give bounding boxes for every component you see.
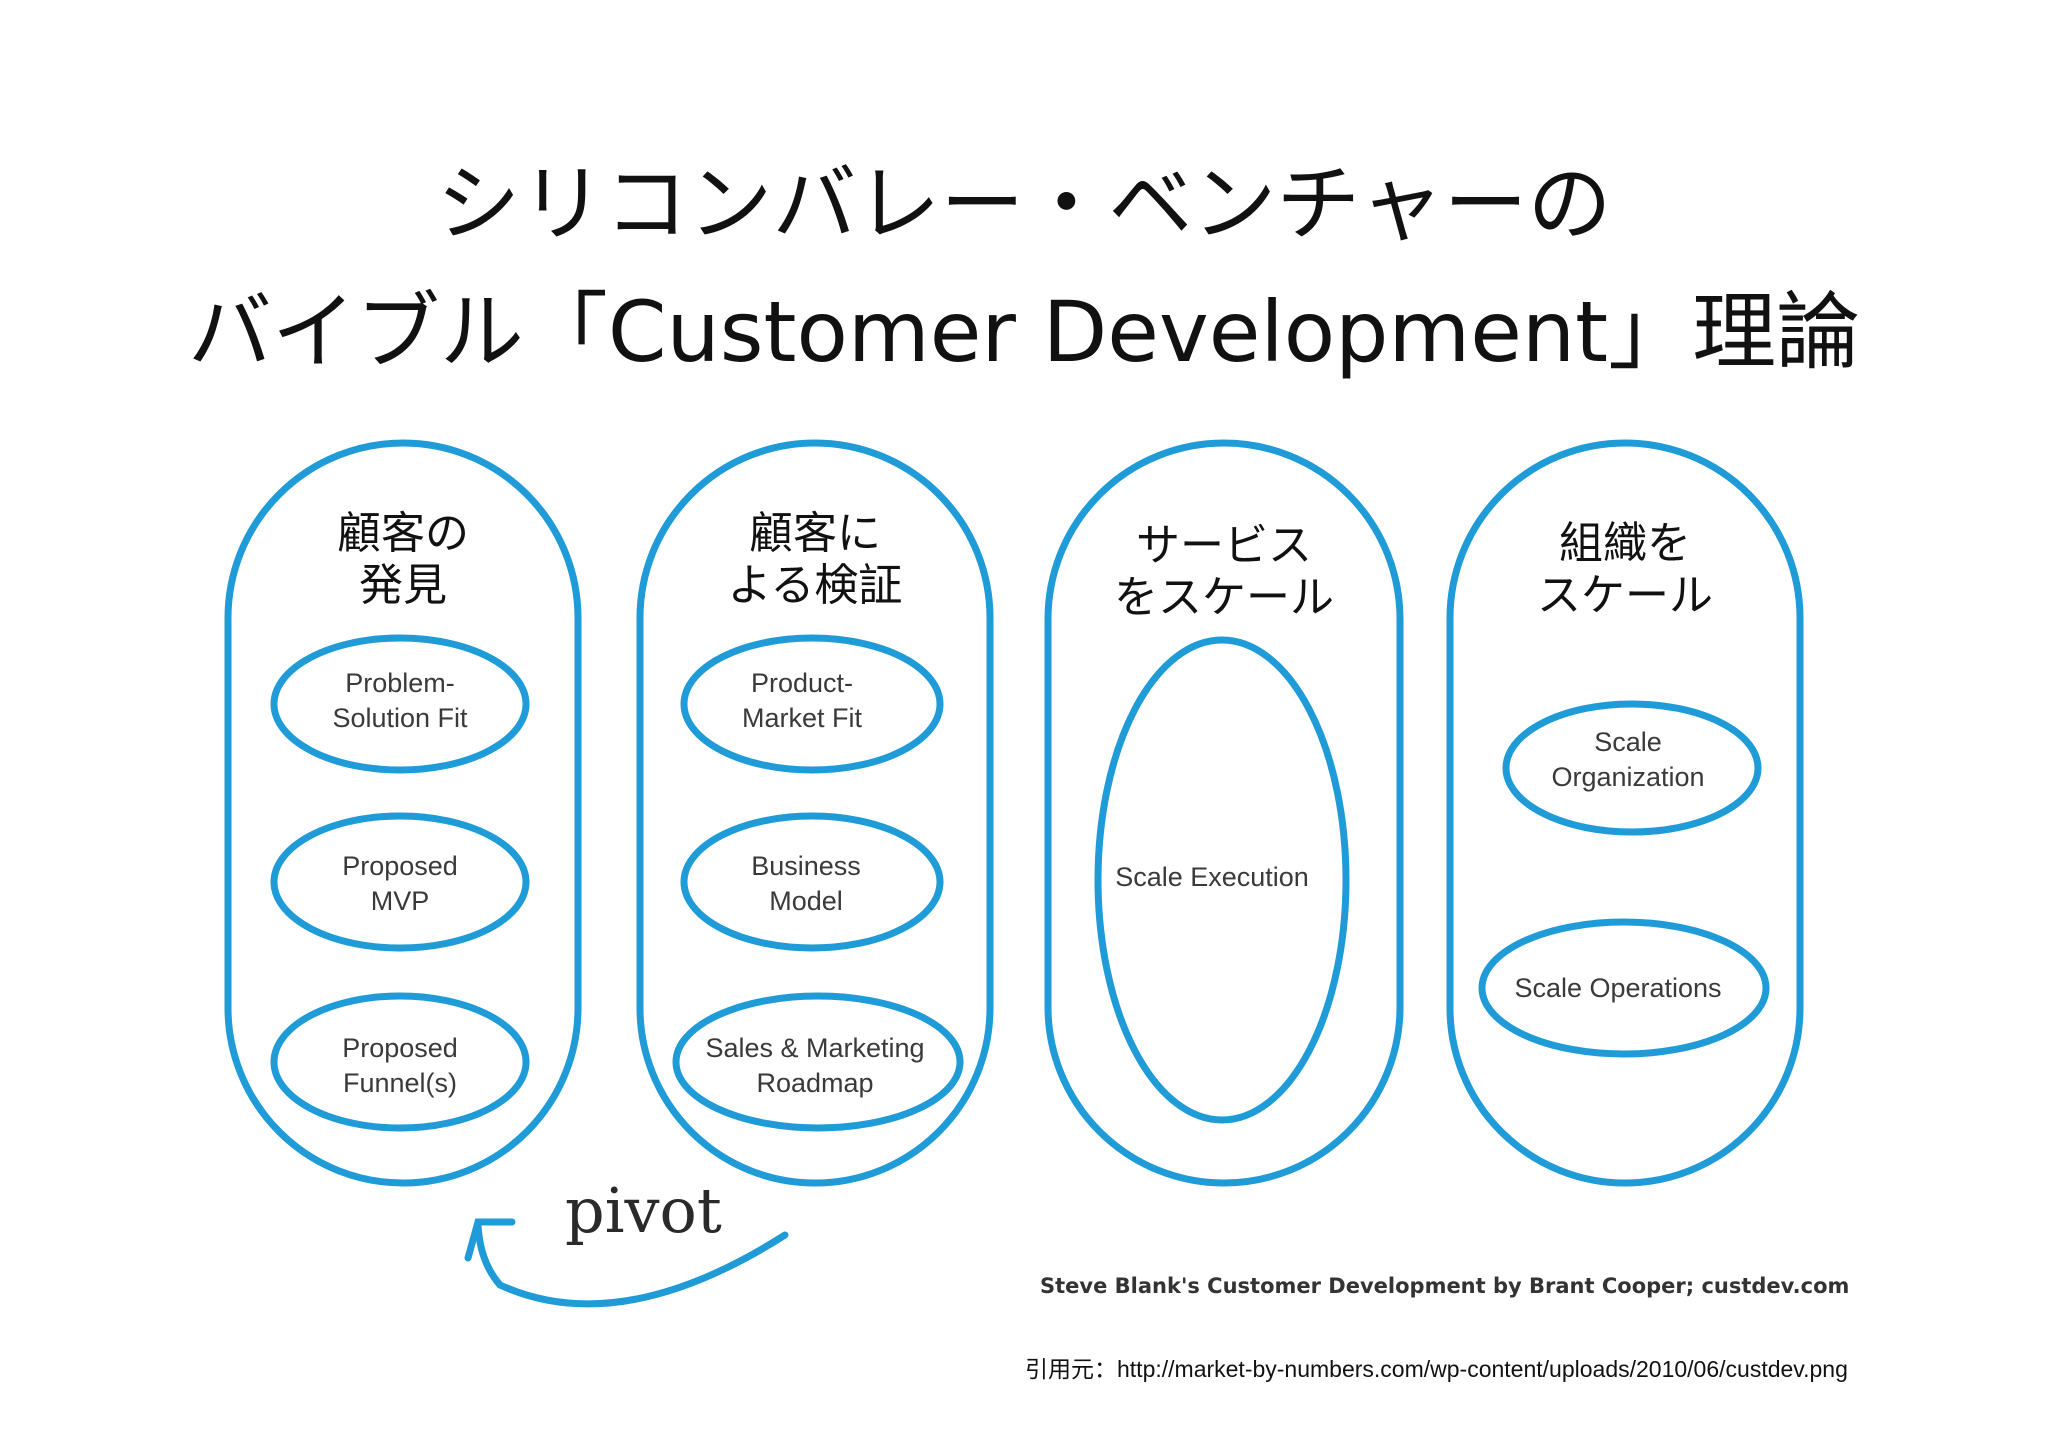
step-outline [270,992,530,1132]
step-label: Scale Execution [1115,862,1309,892]
phase-title-building-2: スケール [1537,570,1713,621]
step-outline [270,812,530,952]
pivot-arrowhead [464,1218,516,1262]
step-outline [680,812,944,952]
step-label: Model [769,886,843,916]
phase-title-validation-1: 顧客に [749,508,881,559]
step-label: Sales & Marketing [705,1033,924,1063]
phase-outline-creation [1044,439,1404,1187]
diagram-credit: Steve Blank's Customer Development by Br… [1040,1274,1850,1298]
pivot-label: pivot [565,1174,722,1247]
step-outline [1094,636,1350,1124]
step-label: Organization [1551,762,1704,792]
phase-title-validation-2: よる検証 [728,560,903,611]
phase-title-creation-1: サービス [1136,520,1312,571]
step-label: Proposed [342,1033,458,1063]
step-outline [1502,700,1762,836]
step-outline [270,634,530,774]
phase-title-building-1: 組織を [1559,518,1691,569]
step-outline [672,992,964,1132]
phase-title-discovery-1: 顧客の [337,508,469,559]
phase-title-creation-2: をスケール [1114,572,1334,623]
slide-title: シリコンバレー・ベンチャーの バイブル「Customer Development… [0,140,2048,396]
step-label: Market Fit [742,703,863,733]
step-label: Solution Fit [332,703,468,733]
source-citation: 引用元：http://market-by-numbers.com/wp-cont… [1025,1356,1848,1382]
step-label: MVP [371,886,430,916]
step-outline [1478,918,1770,1058]
step-outline [680,634,944,774]
phase-outline-validation [636,439,994,1187]
title-line-1: シリコンバレー・ベンチャーの [436,155,1612,253]
step-label: Problem- [345,668,455,698]
step-label: Proposed [342,851,458,881]
pivot-arrow [474,1221,789,1308]
step-label: Roadmap [756,1068,873,1098]
step-label: Product- [751,668,853,698]
title-line-2: バイブル「Customer Development」理論 [187,283,1861,381]
phase-outline-building [1446,439,1804,1187]
step-label: Scale [1594,727,1662,757]
step-label: Business [751,851,861,881]
step-label: Scale Operations [1514,973,1721,1003]
phase-title-discovery-2: 発見 [359,560,447,611]
phase-outline-discovery [224,439,582,1187]
step-label: Funnel(s) [343,1068,457,1098]
